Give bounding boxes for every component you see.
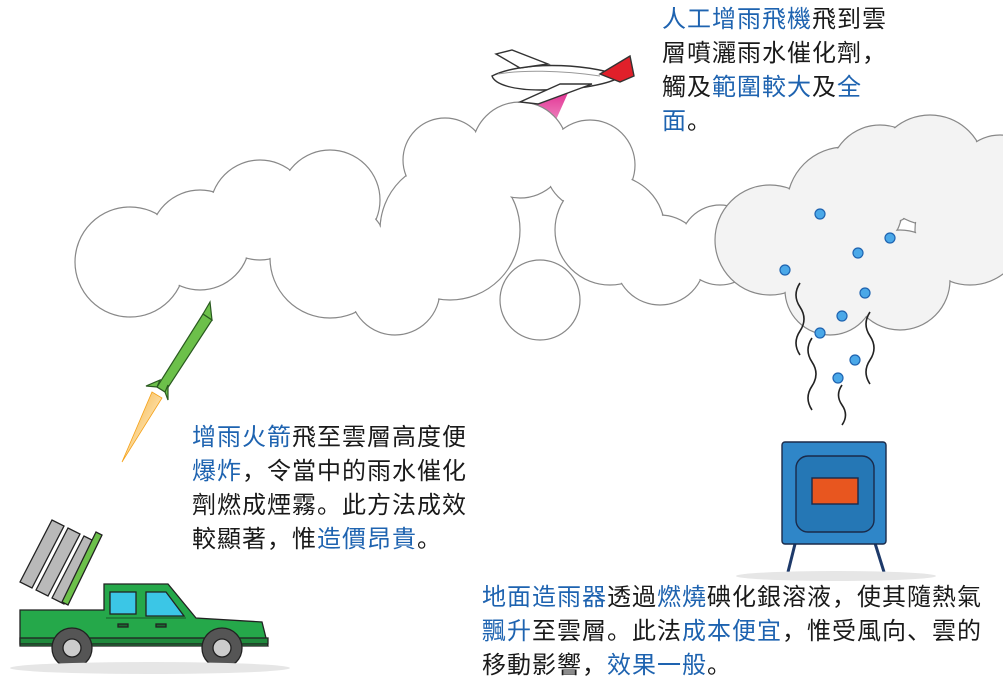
caption-text: 飛到雲層噴灑雨水催化劑，觸及 xyxy=(662,5,887,101)
highlight-text: 飄升 xyxy=(482,617,532,645)
highlight-text: 造價昂貴 xyxy=(317,525,417,553)
highlight-text: 成本便宜 xyxy=(682,617,782,645)
rocket-exhaust xyxy=(121,391,163,463)
highlight-text: 地面造雨器 xyxy=(482,583,607,611)
caption-text: 及 xyxy=(812,73,837,101)
caption-text: 透過 xyxy=(607,583,657,611)
caption-text: ，惟受風向、雲的移動影響， xyxy=(482,617,982,679)
airplane-icon xyxy=(491,49,635,105)
caption-text: 。 xyxy=(687,107,712,135)
launcher-truck-icon xyxy=(19,519,269,669)
generator-shadow xyxy=(736,571,936,581)
highlight-text: 範圍較大 xyxy=(712,73,812,101)
caption-text: 。 xyxy=(707,651,732,679)
caption-text: 至雲層。此法 xyxy=(532,617,682,645)
smoke-wisps xyxy=(795,282,875,426)
ground-caption: 地面造雨器透過燃燒碘化銀溶液，使其隨熱氣飄升至雲層。此法成本便宜，惟受風向、雲的… xyxy=(482,580,992,682)
highlight-text: 全面 xyxy=(662,73,862,135)
caption-text: 飛至雲層高度便 xyxy=(292,423,467,451)
plane-caption: 人工增雨飛機飛到雲層噴灑雨水催化劑，觸及範圍較大及全面。 xyxy=(662,2,897,138)
highlight-text: 爆炸 xyxy=(192,457,242,485)
caption-text: ，令當中的雨水催化劑燃成煙霧。此方法成效較顯著，惟 xyxy=(192,457,467,553)
truck-shadow xyxy=(10,662,290,674)
highlight-text: 增雨火箭 xyxy=(192,423,292,451)
highlight-text: 效果一般 xyxy=(607,651,707,679)
droplets xyxy=(779,208,896,384)
highlight-text: 人工增雨飛機 xyxy=(662,5,812,33)
rocket-caption: 增雨火箭飛至雲層高度便爆炸，令當中的雨水催化劑燃成煙霧。此方法成效較顯著，惟造價… xyxy=(192,420,477,556)
caption-text: 。 xyxy=(417,525,442,553)
ground-generator-icon xyxy=(781,441,887,573)
caption-text: 碘化銀溶液，使其隨熱氣 xyxy=(707,583,982,611)
rocket-icon xyxy=(145,300,213,401)
highlight-text: 燃燒 xyxy=(657,583,707,611)
